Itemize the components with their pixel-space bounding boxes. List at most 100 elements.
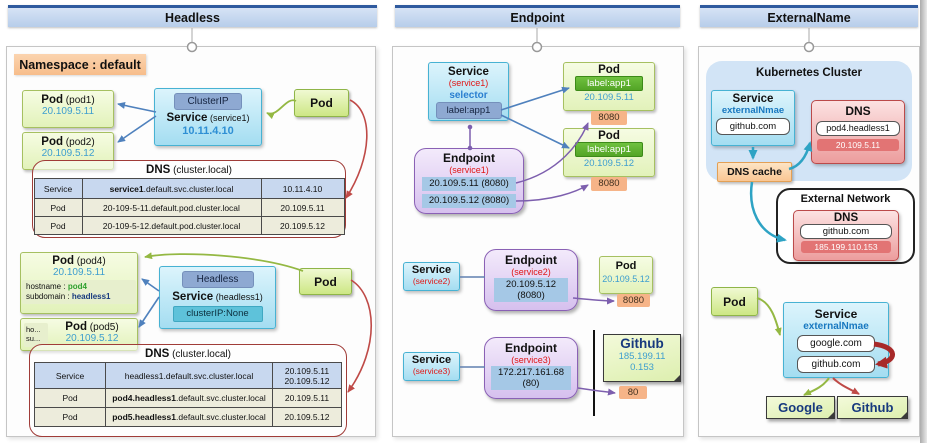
pod5-name: (pod5): [89, 322, 119, 333]
dns2-title: DNS (cluster.local): [145, 348, 231, 360]
x-service-bottom-v1: google.com: [797, 335, 875, 352]
endpoint1-box: Endpoint (service1) 20.109.5.11 (8080) 2…: [414, 148, 524, 214]
e-pod3-box: Pod 20.109.5.12: [599, 256, 653, 294]
service3-title: Service: [411, 354, 452, 366]
header-endpoint: Endpoint: [395, 5, 680, 27]
namespace-label: Namespace : default: [14, 54, 146, 75]
endpoint2-row: 20.109.5.12(8080): [494, 278, 568, 302]
clusterip-badge: ClusterIP: [174, 93, 242, 110]
header-connectors: [191, 28, 810, 43]
github-note-title: Github: [620, 336, 664, 351]
e-pod3-title: Pod: [615, 260, 637, 272]
header-headless: Headless: [8, 5, 377, 27]
header-headless-label: Headless: [165, 10, 220, 25]
endpoint-service1-box: Service (service1) selector label:app1: [428, 62, 509, 121]
table-row: Pod 20-109-5-11.default.pod.cluster.loca…: [33, 198, 345, 217]
endpoint2-name: (service2): [511, 267, 551, 277]
e-service1-selector: selector: [449, 90, 488, 101]
e-pod1-label-badge: label:app1: [575, 76, 643, 91]
kubernetes-cluster-title: Kubernetes Cluster: [755, 67, 863, 79]
table-row: Pod 20-109-5-12.default.pod.cluster.loca…: [33, 216, 345, 235]
x-service-bottom-type: externalNmae: [803, 321, 869, 332]
pod4-ip: 20.109.5.11: [52, 267, 106, 278]
x-service-bottom-box: Service externalNmae google.com github.c…: [783, 302, 889, 378]
endpoint1-title: Endpoint: [443, 151, 495, 165]
pod4-subdomain: headless1: [71, 292, 111, 301]
header-externalname-label: ExternalName: [767, 10, 851, 25]
pod4-box: Pod (pod4) 20.109.5.11 hostname : pod4 s…: [20, 252, 138, 314]
x-service-top-title: Service: [732, 93, 774, 105]
x-dns-ext-ip: 185.199.110.153: [801, 241, 891, 253]
pod5-truncated-info: ho... su...: [24, 323, 48, 347]
x-dns-ext-title: DNS: [833, 212, 859, 224]
separator-line: [593, 330, 595, 416]
headless1-title: Service: [172, 291, 214, 303]
dns1-table: Service service1.default.svc.cluster.loc…: [33, 178, 345, 235]
service3-box: Service (service3): [403, 352, 460, 381]
service1-ip: 10.11.4.10: [182, 125, 234, 137]
endpoint1-name: (service1): [449, 165, 489, 175]
pod4-name: (pod4): [76, 256, 106, 267]
x-service-bottom-v2: github.com: [797, 356, 875, 373]
header-endpoint-label: Endpoint: [510, 10, 565, 25]
e-service1-title: Service: [448, 66, 489, 78]
pod1-name: (pod1): [65, 95, 95, 106]
dns-cache-box: DNS cache: [717, 162, 792, 182]
service3-name: (service3): [412, 366, 451, 376]
right-gray-strip: [920, 0, 927, 443]
e-pod2-port-tag: 8080: [591, 177, 627, 191]
service2-name: (service2): [412, 276, 451, 286]
service1-name: (service1): [209, 113, 250, 123]
external-network-title: External Network: [800, 193, 891, 205]
x-service-top-type: externalNmae: [721, 105, 785, 116]
header-externalname: ExternalName: [700, 5, 918, 27]
table-row: Service headless1.default.svc.cluster.lo…: [34, 362, 342, 389]
headless-service-box: Headless Service (headless1) clusterIP:N…: [159, 266, 276, 329]
table-row: Pod pod5.headless1.default.svc.cluster.l…: [34, 407, 342, 427]
pod5-ip: 20.109.5.12: [65, 333, 119, 344]
endpoint2-title: Endpoint: [505, 253, 557, 267]
headless1-name: (headless1): [215, 292, 263, 302]
note-fold: [900, 411, 908, 419]
dns-table1-container: DNS (cluster.local) Service service1.def…: [32, 160, 346, 238]
x-service-top-value: github.com: [716, 118, 790, 135]
endpoint2-box: Endpoint (service2) 20.109.5.12(8080): [484, 249, 578, 311]
x-dns-top-ip: 20.109.5.11: [817, 139, 899, 151]
service2-title: Service: [411, 264, 452, 276]
x-dns-top-title: DNS: [845, 104, 871, 118]
pod5-title: Pod: [65, 321, 88, 333]
github-note: Github: [837, 396, 908, 419]
e-pod2-label-badge: label:app1: [575, 142, 643, 157]
clusterip-none-badge: clusterIP:None: [172, 306, 263, 322]
dns-table2-container: DNS (cluster.local) Service headless1.de…: [29, 344, 347, 437]
note-fold: [673, 374, 681, 382]
x-dns-top-box: DNS pod4.headless1 20.109.5.11: [811, 100, 905, 164]
x-service-top-box: Service externalNmae github.com: [711, 90, 795, 146]
e-pod1-title: Pod: [598, 64, 620, 76]
google-note: Google: [766, 396, 835, 419]
endpoint3-row: 172.217.161.68(80): [491, 366, 571, 390]
pod2-ip: 20.109.5.12: [41, 148, 95, 159]
table-row: Pod pod4.headless1.default.svc.cluster.l…: [34, 388, 342, 408]
external-network-box: External Network DNS github.com 185.199.…: [776, 188, 915, 264]
pod2-name: (pod2): [65, 137, 95, 148]
service2-box: Service (service2): [403, 262, 460, 291]
endpoint1-row2: 20.109.5.12 (8080): [422, 194, 516, 208]
endpoint3-box: Endpoint (service3) 172.217.161.68(80): [484, 337, 578, 399]
e-pod2-box: Pod label:app1 20.109.5.12: [563, 128, 655, 177]
table-row: Service service1.default.svc.cluster.loc…: [33, 178, 345, 199]
e-pod1-box: Pod label:app1 20.109.5.11: [563, 62, 655, 111]
pod1-ip: 20.109.5.11: [41, 106, 95, 117]
endpoint3-title: Endpoint: [505, 341, 557, 355]
x-dns-top-host: pod4.headless1: [816, 121, 900, 136]
note-fold: [827, 411, 835, 419]
e-pod2-ip: 20.109.5.12: [583, 158, 635, 169]
pod-client-top-box: Pod: [294, 89, 349, 117]
x-service-bottom-title: Service: [814, 307, 858, 321]
headless-badge: Headless: [181, 271, 254, 288]
pod4-title: Pod: [52, 255, 75, 267]
e-pod1-ip: 20.109.5.11: [584, 92, 634, 103]
e-pod3-port-tag: 8080: [617, 294, 650, 307]
